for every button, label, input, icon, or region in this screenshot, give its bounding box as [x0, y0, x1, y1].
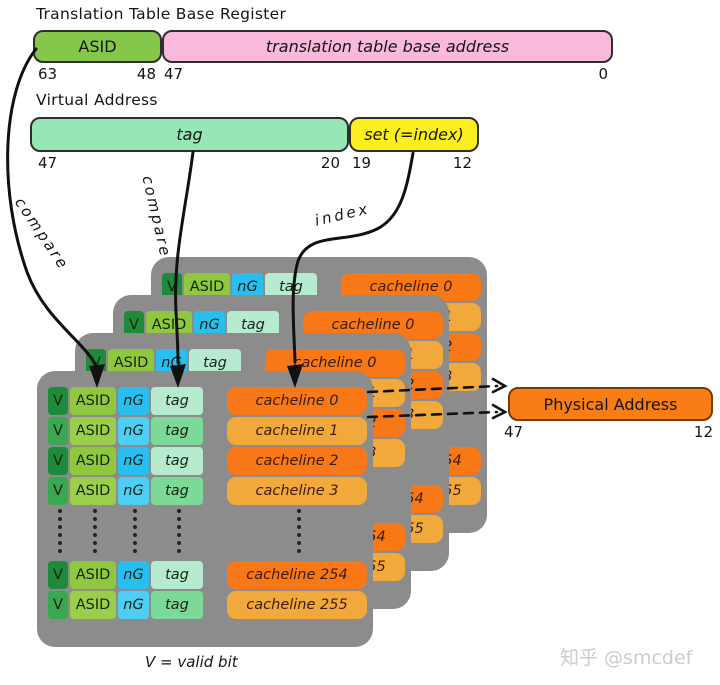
ttbr-bit-0: 0: [598, 65, 608, 83]
valid-cell: V: [48, 387, 68, 415]
ng-cell: nG: [118, 387, 149, 415]
ttbr-title: Translation Table Base Register: [36, 5, 287, 23]
virtual-address-title: Virtual Address: [36, 91, 158, 109]
ellipsis-dots: [58, 509, 62, 553]
ttbr-bit-63: 63: [38, 65, 58, 83]
ttbr-asid-field: ASID: [33, 30, 162, 63]
cacheline-cell: cacheline 2: [227, 447, 367, 475]
valid-cell: V: [124, 311, 144, 339]
asid-cell: ASID: [70, 417, 116, 445]
cacheline-cell: cacheline 3: [227, 477, 367, 505]
va-tag-field: tag: [30, 117, 349, 152]
valid-cell: V: [48, 477, 68, 505]
ellipsis-dots: [133, 509, 137, 553]
cacheline-cell: cacheline 255: [227, 591, 367, 619]
ttbr-base-address-field: translation table base address: [162, 30, 613, 63]
va-bit-19: 19: [352, 154, 372, 172]
tag-cell: tag: [151, 447, 203, 475]
compare-tag-label: compare: [138, 174, 175, 260]
valid-cell: V: [48, 561, 68, 589]
asid-cell: ASID: [70, 477, 116, 505]
ng-cell: nG: [118, 447, 149, 475]
valid-bit-legend: V = valid bit: [145, 653, 238, 671]
tag-cell: tag: [151, 417, 203, 445]
va-bit-47: 47: [38, 154, 58, 172]
tag-cell: tag: [151, 591, 203, 619]
valid-cell: V: [48, 447, 68, 475]
pa-bit-12: 12: [693, 423, 713, 441]
ng-cell: nG: [118, 591, 149, 619]
asid-cell: ASID: [70, 447, 116, 475]
ng-cell: nG: [118, 477, 149, 505]
ng-cell: nG: [118, 417, 149, 445]
va-bit-20: 20: [320, 154, 340, 172]
tag-cell: tag: [151, 561, 203, 589]
ttbr-bit-47: 47: [164, 65, 184, 83]
physical-address-box: Physical Address: [508, 387, 713, 421]
ttbr-bit-48: 48: [136, 65, 156, 83]
valid-cell: V: [48, 417, 68, 445]
va-bit-12: 12: [452, 154, 472, 172]
ng-cell: nG: [118, 561, 149, 589]
valid-cell: V: [48, 591, 68, 619]
ellipsis-dots: [93, 509, 97, 553]
watermark: 知乎 @smcdef: [560, 647, 693, 669]
asid-cell: ASID: [70, 561, 116, 589]
cacheline-cell: cacheline 1: [227, 417, 367, 445]
va-set-field: set (=index): [349, 117, 479, 152]
pa-bit-47: 47: [504, 423, 524, 441]
tag-cell: tag: [151, 387, 203, 415]
tag-cell: tag: [151, 477, 203, 505]
asid-cell: ASID: [70, 591, 116, 619]
compare-asid-label: compare: [11, 194, 73, 274]
cacheline-cell: cacheline 0: [227, 387, 367, 415]
cacheline-cell: cacheline 254: [227, 561, 367, 589]
index-label: index: [313, 199, 372, 230]
ellipsis-dots: [177, 509, 181, 553]
asid-cell: ASID: [70, 387, 116, 415]
ellipsis-dots: [297, 509, 301, 553]
